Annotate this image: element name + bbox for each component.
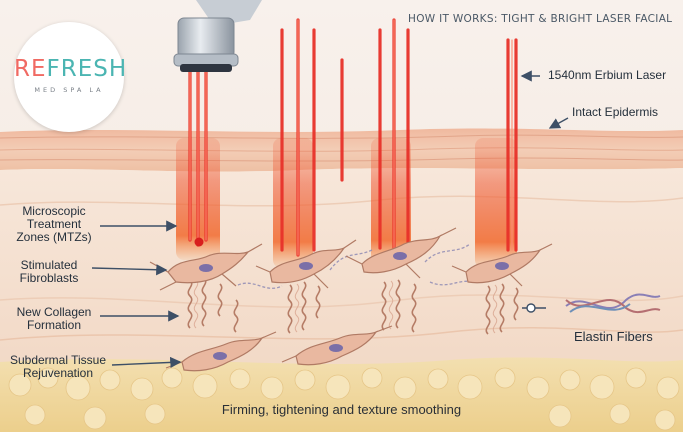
mtz-label-line3: Zones (MTZs): [16, 230, 92, 244]
collagen-label: New Collagen Formation: [6, 306, 102, 332]
laser-label: 1540nm Erbium Laser: [548, 68, 667, 82]
subdermal-label-line1: Subdermal Tissue: [9, 353, 107, 367]
subdermal-label-line2: Rejuvenation: [22, 366, 94, 380]
laser-handpiece: [173, 0, 262, 72]
fibroblasts-label: Stimulated Fibroblasts: [6, 259, 92, 285]
fibroblasts-label-line1: Stimulated: [20, 258, 78, 272]
elastin-label: Elastin Fibers: [574, 329, 653, 344]
fibroblasts-label-line2: Fibroblasts: [19, 271, 79, 285]
elastin-connector: [522, 303, 546, 313]
mtz-label-line2: Treatment: [26, 217, 82, 231]
logo-subtitle: MED SPA LA: [34, 86, 104, 94]
collagen-label-line1: New Collagen: [16, 305, 92, 319]
caption: Firming, tightening and texture smoothin…: [221, 402, 462, 417]
diagram-title: HOW IT WORKS: TIGHT & BRIGHT LASER FACIA…: [408, 13, 673, 25]
mtz-label: Microscopic Treatment Zones (MTZs): [6, 205, 102, 244]
mtz-dot: [194, 237, 204, 247]
subdermal-label: Subdermal Tissue Rejuvenation: [4, 354, 112, 380]
logo-word-re: RE: [14, 56, 47, 82]
logo-wordmark: REFRESH: [14, 56, 126, 82]
collagen-coils: [187, 277, 519, 335]
laser-beams: [188, 18, 518, 257]
refresh-logo: REFRESH MED SPA LA: [14, 22, 126, 132]
collagen-label-line2: Formation: [26, 318, 82, 332]
epidermis-label: Intact Epidermis: [572, 105, 659, 119]
pointer-arrows: [91, 70, 569, 369]
logo-word-fresh: FRESH: [46, 56, 128, 82]
elastin-fibers: [565, 293, 661, 313]
cell-nuclei: [199, 252, 509, 360]
mtz-label-line1: Microscopic: [22, 204, 86, 218]
